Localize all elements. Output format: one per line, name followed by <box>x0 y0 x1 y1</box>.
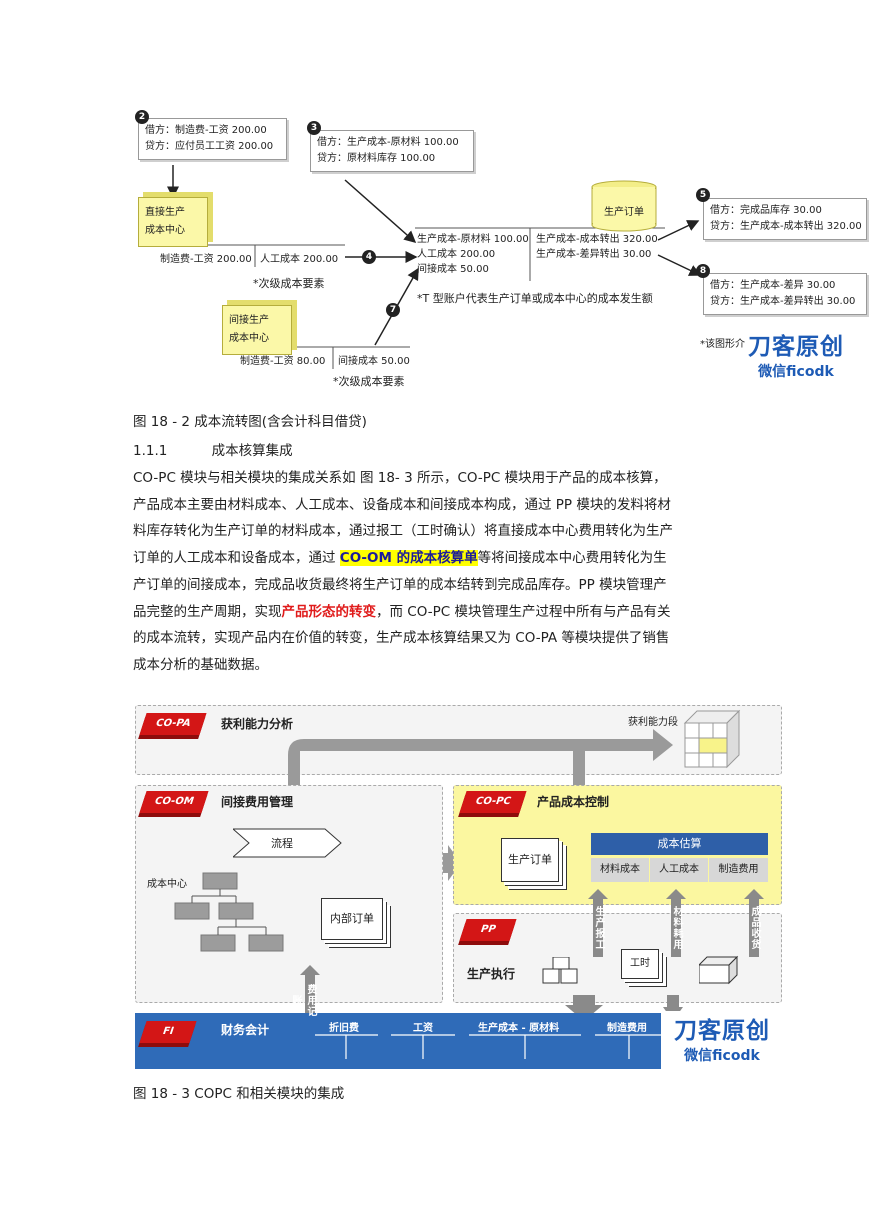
watermark-1-sub: 微信ficodk <box>748 361 844 381</box>
shape-note: *该图形介 <box>700 335 745 350</box>
box2-credit: 贷方：应付员工工资 200.00 <box>145 139 280 155</box>
para-line-3: 料库存转化为生产订单的材料成本，通过报工（工时确认）将直接成本中心费用转化为生产 <box>133 518 743 545</box>
section-heading: 1.1.1 成本核算集成 <box>133 439 293 459</box>
step-4-badge: 4 <box>362 250 376 264</box>
step-3-badge: 3 <box>307 121 321 135</box>
box8-debit: 借方：生产成本-差异 30.00 <box>710 278 860 294</box>
t-indirect-left: 制造费-工资 80.00 <box>240 352 325 367</box>
t-order-left: 生产成本-原材料 100.00 人工成本 200.00 间接成本 50.00 <box>417 232 529 277</box>
figure-copc-integration: CO-PA 获利能力分析 获利能力段 CO-OM 间接费用管理 流程 成本中心 <box>133 703 785 1071</box>
fi-item-overhead: 制造费用 <box>607 1019 647 1034</box>
journal-box-5: 借方：完成品库存 30.00 贷方：生产成本-成本转出 320.00 <box>703 198 867 240</box>
direct-cost-center: 直接生产 成本中心 <box>138 197 208 247</box>
t-order-right-2: 生产成本-差异转出 30.00 <box>536 247 658 262</box>
step-7-badge: 7 <box>386 303 400 317</box>
indirect-cost-center: 间接生产 成本中心 <box>222 305 292 355</box>
para-line-4a: 订单的人工成本和设备成本，通过 <box>133 550 340 566</box>
t-indirect-note: *次级成本要素 <box>333 373 405 389</box>
indirect-center-line1: 间接生产 <box>229 312 285 330</box>
para-line-6b: ，而 CO-PC 模块管理生产过程中所有与产品有关 <box>376 604 670 620</box>
t-direct-left: 制造费-工资 200.00 <box>160 250 252 265</box>
figure-caption-1: 图 18 - 2 成本流转图(含会计科目借贷) <box>133 410 367 430</box>
box3-credit: 贷方：原材料库存 100.00 <box>317 151 467 167</box>
t-order-note: *T 型账户代表生产订单或成本中心的成本发生额 <box>417 290 653 306</box>
box5-debit: 借方：完成品库存 30.00 <box>710 203 860 219</box>
para-line-5: 产订单的间接成本，完成品收货最终将生产订单的成本结转到完成品库存。PP 模块管理… <box>133 572 743 599</box>
indirect-center-line2: 成本中心 <box>229 330 285 348</box>
red-emphasis: 产品形态的转变 <box>282 604 377 620</box>
body-paragraph: CO-PC 模块与相关模块的集成关系如 图 18- 3 所示，CO-PC 模块用… <box>133 465 743 679</box>
step-5-badge: 5 <box>696 188 710 202</box>
t-order-left-2: 人工成本 200.00 <box>417 247 529 262</box>
heading-title: 成本核算集成 <box>212 443 293 459</box>
journal-box-3: 借方：生产成本-原材料 100.00 贷方：原材料库存 100.00 <box>310 130 474 172</box>
journal-box-2: 借方：制造费-工资 200.00 贷方：应付员工工资 200.00 <box>138 118 287 160</box>
direct-center-line2: 成本中心 <box>145 222 201 240</box>
watermark-2-sub: 微信ficodk <box>661 1045 783 1065</box>
para-line-6: 品完整的生产周期，实现产品形态的转变，而 CO-PC 模块管理生产过程中所有与产… <box>133 599 743 626</box>
direct-center-line1: 直接生产 <box>145 204 201 222</box>
para-line-7: 的成本流转，实现产品内在价值的转变，生产成本核算结果又为 CO-PA 等模块提供… <box>133 625 743 652</box>
t-direct-right: 人工成本 200.00 <box>260 250 338 265</box>
watermark-2: 刀客原创 微信ficodk <box>661 1011 783 1069</box>
t-order-right-1: 生产成本-成本转出 320.00 <box>536 232 658 247</box>
t-order-right: 生产成本-成本转出 320.00 生产成本-差异转出 30.00 <box>536 232 658 262</box>
step-2-badge: 2 <box>135 110 149 124</box>
t-order-left-1: 生产成本-原材料 100.00 <box>417 232 529 247</box>
para-line-6a: 品完整的生产周期，实现 <box>133 604 282 620</box>
highlight-coom: CO-OM 的成本核算单 <box>340 550 478 566</box>
figure-caption-2: 图 18 - 3 COPC 和相关模块的集成 <box>133 1082 344 1102</box>
journal-box-8: 借方：生产成本-差异 30.00 贷方：生产成本-差异转出 30.00 <box>703 273 867 315</box>
para-line-8: 成本分析的基础数据。 <box>133 652 743 679</box>
box5-credit: 贷方：生产成本-成本转出 320.00 <box>710 219 860 235</box>
watermark-1: 刀客原创 微信ficodk <box>748 327 844 381</box>
heading-number: 1.1.1 <box>133 443 167 459</box>
para-line-4b: 等将间接成本中心费用转化为生 <box>478 550 667 566</box>
fi-item-raw-material: 生产成本 - 原材料 <box>478 1019 559 1034</box>
box8-credit: 贷方：生产成本-差异转出 30.00 <box>710 294 860 310</box>
figure-cost-flow: 借方：制造费-工资 200.00 贷方：应付员工工资 200.00 2 借方：生… <box>130 105 869 395</box>
step-8-badge: 8 <box>696 264 710 278</box>
watermark-2-title: 刀客原创 <box>661 1011 783 1045</box>
t-direct-note: *次级成本要素 <box>253 275 325 291</box>
fi-item-wage: 工资 <box>413 1019 433 1034</box>
para-line-2: 产品成本主要由材料成本、人工成本、设备成本和间接成本构成，通过 PP 模块的发料… <box>133 492 743 519</box>
para-line-4: 订单的人工成本和设备成本，通过 CO-OM 的成本核算单等将间接成本中心费用转化… <box>133 545 743 572</box>
watermark-1-title: 刀客原创 <box>748 327 844 361</box>
t-order-left-3: 间接成本 50.00 <box>417 262 529 277</box>
box2-debit: 借方：制造费-工资 200.00 <box>145 123 280 139</box>
box3-debit: 借方：生产成本-原材料 100.00 <box>317 135 467 151</box>
fi-item-depreciation: 折旧费 <box>329 1019 359 1034</box>
para-line-1: CO-PC 模块与相关模块的集成关系如 图 18- 3 所示，CO-PC 模块用… <box>133 465 743 492</box>
production-order-label: 生产订单 <box>604 203 644 218</box>
t-indirect-right: 间接成本 50.00 <box>338 352 410 367</box>
